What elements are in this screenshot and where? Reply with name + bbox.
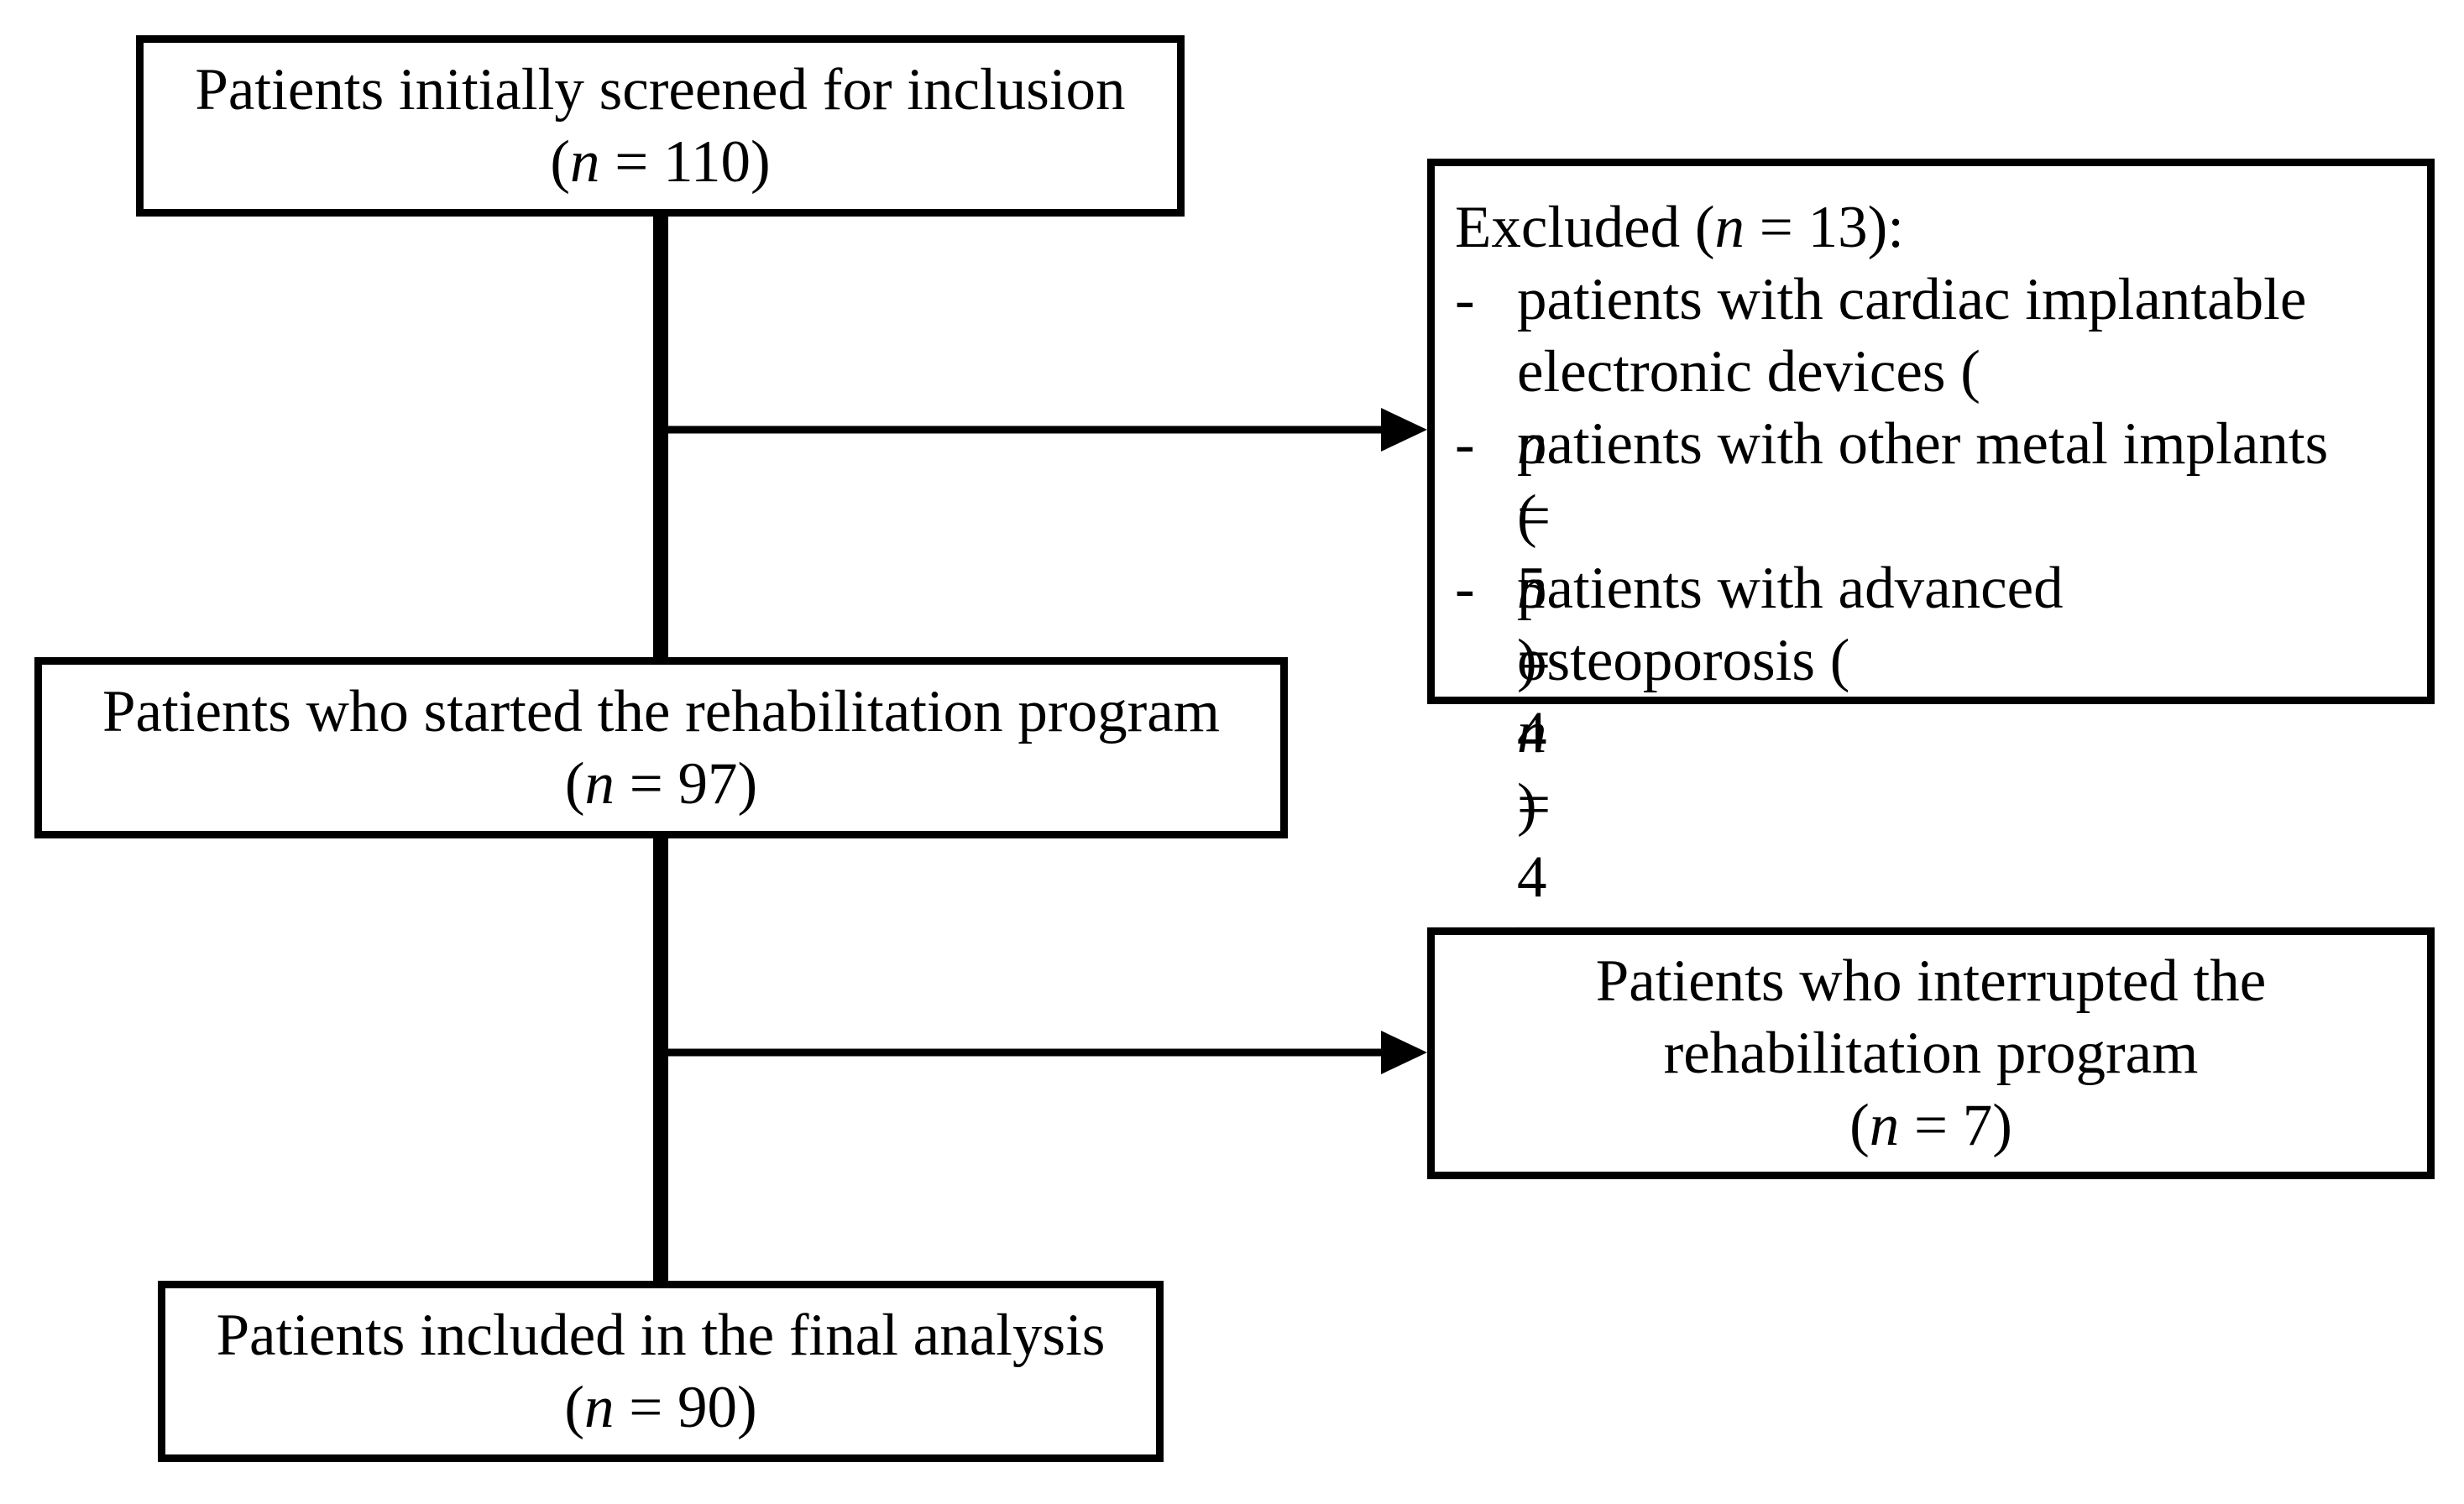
excluded-item-metal-implants: - patients with other metal implants (n … <box>1455 408 2427 838</box>
box-final: Patients included in the final analysis … <box>158 1281 1164 1462</box>
n-symbol: n <box>570 129 600 195</box>
excluded-item-count: 4 <box>1517 844 1547 910</box>
excluded-item-cardiac-devices: - patients with cardiac implantable elec… <box>1455 264 2427 693</box>
excluded-item-line: electronic devices (n = 5) <box>1517 336 2306 693</box>
excluded-item-line: patients with advanced <box>1517 556 2064 621</box>
box-screened: Patients initially screened for inclusio… <box>136 35 1185 217</box>
excluded-item-line: patients with other metal implants <box>1517 411 2329 477</box>
interrupted-count-line: (n = 7) <box>1849 1093 2012 1158</box>
final-count-line: (n = 90) <box>564 1375 757 1440</box>
screened-count-line: (n = 110) <box>550 129 771 195</box>
screened-label: Patients initially screened for inclusio… <box>195 57 1126 123</box>
bullet-dash: - <box>1455 267 1475 332</box>
interrupted-label-line: Patients who interrupted the <box>1595 948 2267 1014</box>
box-excluded: Excluded (n = 13): - patients with cardi… <box>1427 159 2435 982</box>
excluded-item-line: osteoporosis (n = 4) <box>1517 624 2064 982</box>
bullet-dash: - <box>1455 556 1475 621</box>
started-count: 97 <box>677 751 738 817</box>
excluded-item-count: 4 <box>1517 700 1547 765</box>
excluded-item-osteoporosis: - patients with advanced osteoporosis (n… <box>1455 552 2427 982</box>
arrowhead-to-interrupted <box>1381 1031 1427 1074</box>
final-label: Patients included in the final analysis <box>216 1303 1106 1368</box>
box-started: Patients who started the rehabilitation … <box>34 657 1288 838</box>
excluded-item-count: 5 <box>1517 556 1547 621</box>
interrupted-label-line: rehabilitation program <box>1663 1021 2199 1086</box>
bullet-dash: - <box>1455 411 1475 477</box>
arrowhead-to-excluded <box>1381 408 1427 452</box>
screened-count: 110 <box>663 129 751 195</box>
excluded-item-line: patients with cardiac implantable <box>1517 267 2307 332</box>
n-symbol: n <box>583 1375 615 1440</box>
box-interrupted: Patients who interrupted the rehabilitat… <box>1427 927 2435 1179</box>
started-label: Patients who started the rehabilitation … <box>102 679 1220 744</box>
n-symbol: n <box>584 751 615 817</box>
n-symbol: n <box>1869 1093 1900 1158</box>
started-count-line: (n = 97) <box>564 751 758 817</box>
interrupted-count: 7 <box>1962 1093 1993 1158</box>
excluded-count: 13 <box>1807 195 1868 260</box>
final-count: 90 <box>677 1375 738 1440</box>
excluded-heading: Excluded (n = 13): <box>1455 195 1904 260</box>
excluded-item-line: (n = 4) <box>1517 480 2328 838</box>
